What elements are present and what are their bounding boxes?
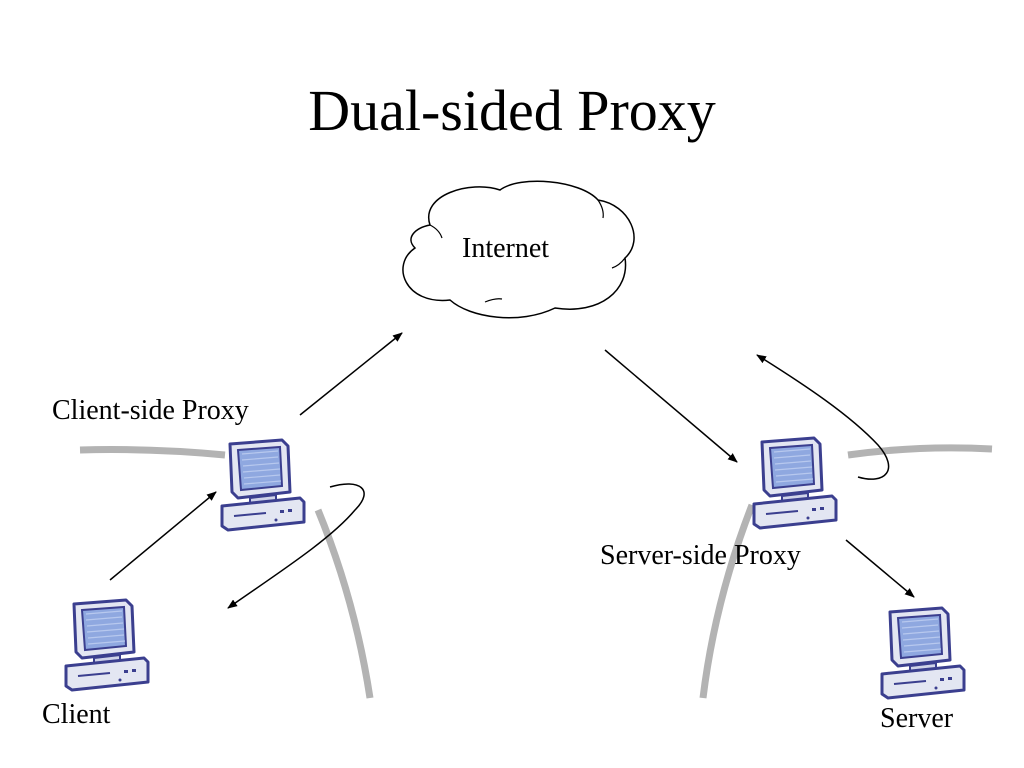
- arrow-serverproxy-to-internet: [756, 354, 890, 480]
- server-side-proxy-label: Server-side Proxy: [600, 540, 801, 571]
- arrow-client-to-clientproxy: [109, 491, 217, 581]
- internet-label: Internet: [462, 233, 550, 264]
- server-computer-icon: [880, 606, 966, 700]
- client-side-proxy-label: Client-side Proxy: [52, 395, 249, 426]
- client-network-boundary-top: [79, 446, 226, 459]
- arrow-serverproxy-to-server: [845, 539, 915, 598]
- arrow-clientproxy-to-internet: [299, 332, 403, 416]
- client-label: Client: [42, 699, 111, 730]
- arrow-clientproxy-to-client: [227, 483, 365, 609]
- client-side-proxy-computer-icon: [220, 438, 306, 532]
- slide-title: Dual-sided Proxy: [308, 78, 716, 143]
- client-network-boundary: [314, 508, 374, 699]
- server-label: Server: [880, 703, 954, 734]
- server-network-boundary-top: [847, 444, 993, 459]
- cloud-icon: [402, 180, 635, 319]
- client-computer-icon: [64, 598, 150, 692]
- server-network-boundary: [699, 503, 756, 699]
- server-side-proxy-computer-icon: [752, 436, 838, 530]
- arrow-internet-to-serverproxy: [604, 349, 738, 463]
